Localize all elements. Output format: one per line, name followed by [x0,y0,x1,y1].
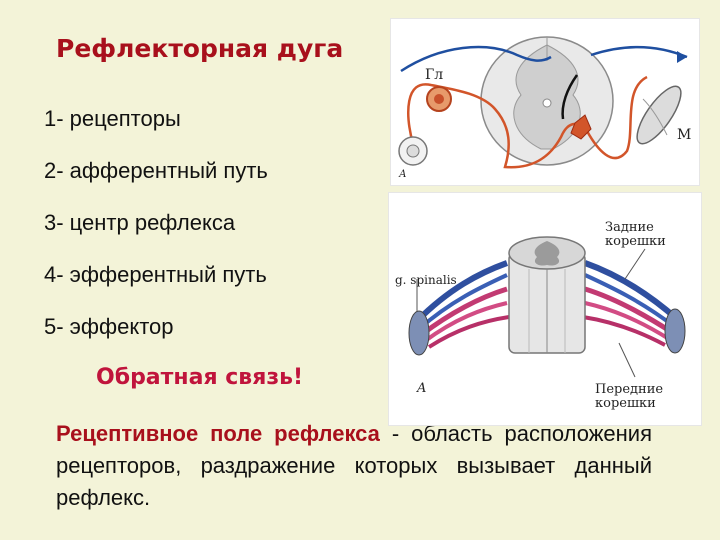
list-item-efferent-path: 4- эфферентный путь [44,262,267,287]
muscle-label: М [677,127,692,143]
spinal-ganglion-label: g. spinalis [395,273,457,287]
posterior-roots-label: Задние корешки [605,221,666,249]
reflex-arc-components-list: 1- рецепторы 2- афферентный путь 3- цент… [44,103,268,363]
list-item-receptors: 1- рецепторы [44,106,181,131]
list-item-reflex-center: 3- центр рефлекса [44,210,236,235]
spinal-roots-illustration [408,236,686,378]
reflex-arc-illustration [398,36,688,169]
posterior-roots-label-line1: Задние [605,220,654,235]
panel-label-top: А [399,169,407,180]
panel-label-bottom: A [417,381,427,396]
spinal-roots-diagram: g. spinalis Задние корешки Передние коре… [388,192,702,426]
list-item-afferent-path: 2- афферентный путь [44,158,268,183]
posterior-roots-label-line2: корешки [605,234,666,249]
anterior-roots-label-line2: корешки [595,396,656,411]
anterior-roots-label-line1: Передние [595,382,664,397]
ganglion-label: Гл [425,67,444,83]
slide-title: Рефлекторная дуга [56,34,344,63]
definition-term: Рецептивное поле рефлекса [56,421,380,446]
anterior-roots-label: Передние корешки [595,383,663,411]
list-item-effector: 5- эффектор [44,314,174,339]
reflex-arc-diagram: Гл М А [390,18,700,186]
receptive-field-definition: Рецептивное поле рефлекса - область расп… [56,418,652,514]
feedback-note: Обратная связь! [96,365,304,390]
